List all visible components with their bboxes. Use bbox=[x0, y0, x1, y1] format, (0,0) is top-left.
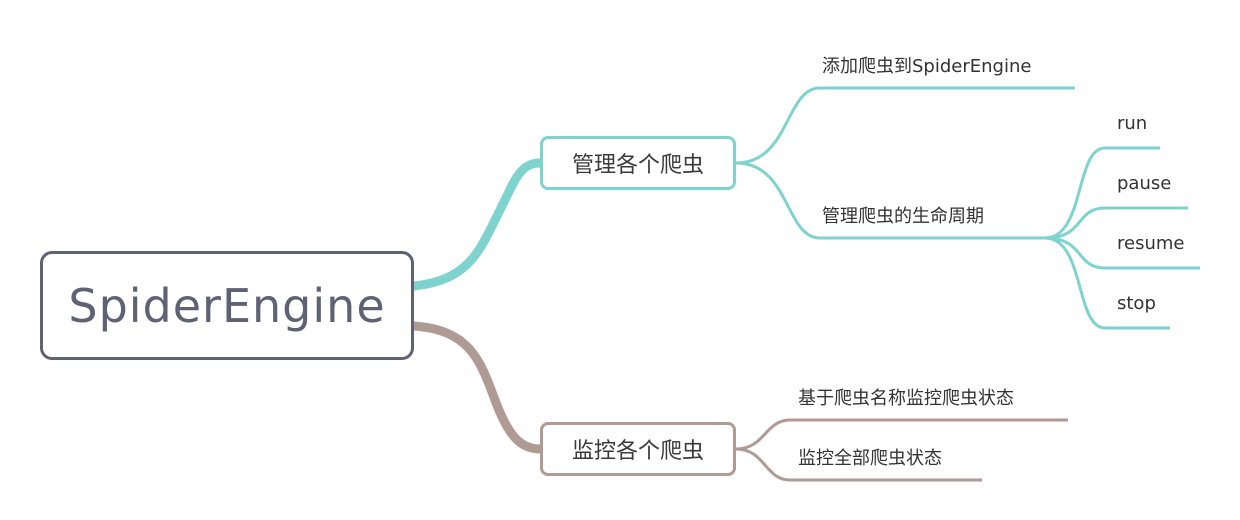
leaf-manage-lifecycle[interactable]: 管理爬虫的生命周期 bbox=[822, 206, 984, 227]
leaf-stop[interactable]: stop bbox=[1117, 293, 1156, 314]
node-manage-spiders-label: 管理各个爬虫 bbox=[571, 153, 704, 178]
connector-lifecycle-to-pause bbox=[1044, 206, 1188, 240]
connector-root-to-monitor bbox=[409, 321, 545, 454]
node-monitor-spiders[interactable]: 监控各个爬虫 bbox=[540, 422, 736, 476]
leaf-monitor-by-name[interactable]: 基于爬虫名称监控爬虫状态 bbox=[798, 388, 1014, 409]
node-monitor-spiders-label: 监控各个爬虫 bbox=[571, 439, 704, 464]
connector-lifecycle-to-run bbox=[1044, 146, 1160, 240]
connector-root-to-manage bbox=[409, 158, 545, 291]
leaf-monitor-all[interactable]: 监控全部爬虫状态 bbox=[798, 448, 942, 469]
leaf-run[interactable]: run bbox=[1117, 113, 1148, 134]
connector-manage-to-add bbox=[735, 86, 1075, 165]
root-node[interactable]: SpiderEngine bbox=[40, 251, 414, 360]
connector-lifecycle-to-stop bbox=[1044, 236, 1170, 330]
leaf-resume[interactable]: resume bbox=[1117, 233, 1185, 254]
node-manage-spiders[interactable]: 管理各个爬虫 bbox=[540, 136, 736, 190]
connector-monitor-to-byname bbox=[735, 418, 1068, 451]
connector-manage-to-lifecycle bbox=[735, 161, 1045, 240]
leaf-pause[interactable]: pause bbox=[1117, 173, 1172, 194]
connector-monitor-to-all bbox=[735, 447, 982, 482]
leaf-add-spider[interactable]: 添加爬虫到SpiderEngine bbox=[822, 56, 1032, 77]
connector-lifecycle-to-resume bbox=[1044, 236, 1200, 270]
root-node-label: SpiderEngine bbox=[68, 278, 386, 333]
